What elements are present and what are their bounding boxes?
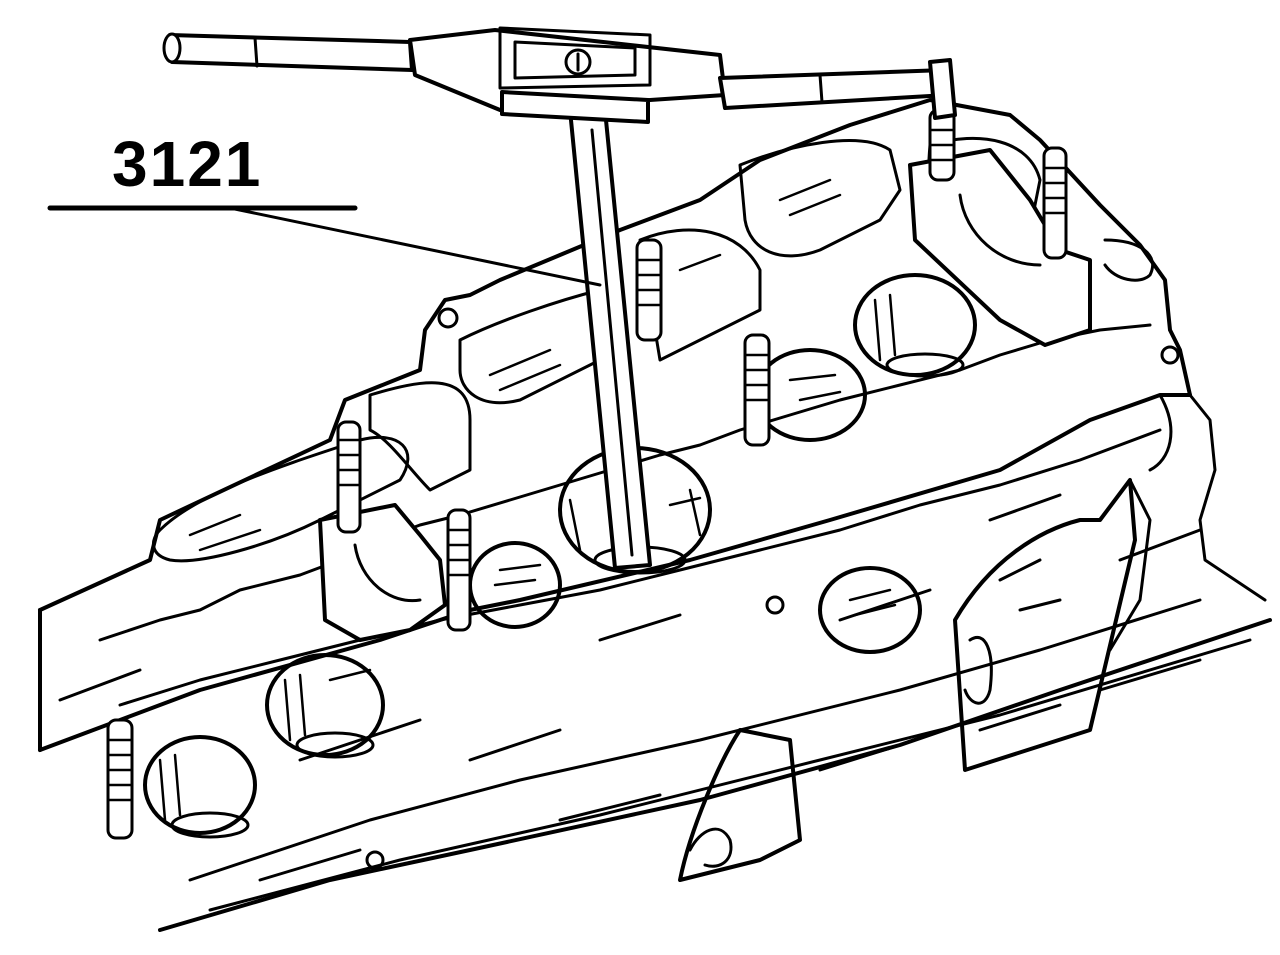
wrench-handle-left [168, 33, 414, 72]
exhaust-port [953, 478, 1137, 772]
side-port-wall [848, 588, 897, 617]
wrench-handle-right-end [928, 58, 957, 120]
pocket-4 [638, 228, 762, 362]
locating-lug [1103, 238, 1155, 282]
port-wall [283, 668, 372, 742]
pocket-2 [368, 381, 472, 492]
tap-shank [568, 108, 652, 570]
wrench-handle-right-grip [818, 73, 824, 104]
bolt-hole [1160, 345, 1180, 365]
stud [106, 718, 134, 840]
bearing-cap-saddle [353, 543, 422, 603]
valve-seat [885, 352, 965, 378]
exhaust-port-lower-inner [688, 827, 733, 868]
pocket-5 [738, 139, 902, 258]
pocket-hatching [188, 168, 1002, 552]
stud [446, 508, 472, 632]
tap-wrench-icon [162, 26, 957, 570]
side-port [818, 566, 922, 654]
cylinder-head-icon [38, 98, 1272, 932]
pocket-1 [151, 435, 410, 563]
stud-thread [106, 738, 134, 802]
stud-thread [635, 258, 663, 307]
stud [336, 420, 362, 534]
port-wall [788, 373, 842, 402]
valve-seat [170, 811, 250, 839]
tap-shank-flute [590, 128, 634, 557]
head-lower-inner [188, 598, 1202, 882]
bolt-hole [765, 595, 785, 615]
valve-port [468, 541, 562, 629]
wrench-jaw-slot [513, 40, 637, 80]
stud-thread [336, 438, 362, 487]
bearing-cap [908, 148, 1092, 347]
valve-port [143, 735, 257, 835]
head-right-curve [1108, 393, 1173, 652]
valve-seat [295, 731, 375, 759]
wrench-handle-left-end [162, 32, 182, 64]
gasket-contour-lower [118, 428, 1162, 707]
bearing-cap [318, 503, 447, 642]
stud [1042, 146, 1068, 260]
stud [743, 333, 771, 447]
bolt-hole [437, 307, 459, 329]
port-wall [568, 488, 702, 552]
part-number-label: 3121 [112, 128, 263, 200]
head-lower-edge [158, 618, 1272, 932]
stud-icon [106, 108, 1092, 840]
wrench-handle-right [718, 68, 949, 110]
port-wall [493, 563, 542, 587]
bolt-hole [365, 850, 385, 870]
head-right-edge [1188, 393, 1267, 602]
exhaust-port-inner [963, 558, 1062, 705]
port-wall [158, 753, 182, 822]
stud-thread [743, 353, 771, 402]
port-wall [873, 293, 897, 362]
wrench-handle-left-grip [253, 36, 259, 68]
wrench-jaw [498, 26, 652, 90]
valve-port [753, 348, 867, 442]
bearing-cap-saddle [958, 193, 1042, 267]
exhaust-port-lower [678, 728, 802, 882]
stud-thread [1042, 166, 1068, 215]
wrench-clamp [500, 90, 650, 124]
callout-leader [47, 205, 602, 287]
stud-thread [446, 528, 472, 577]
stud-thread [928, 128, 956, 162]
valve-port [265, 653, 385, 757]
callout-leader-line [228, 206, 602, 287]
body-hatch [58, 493, 1202, 882]
